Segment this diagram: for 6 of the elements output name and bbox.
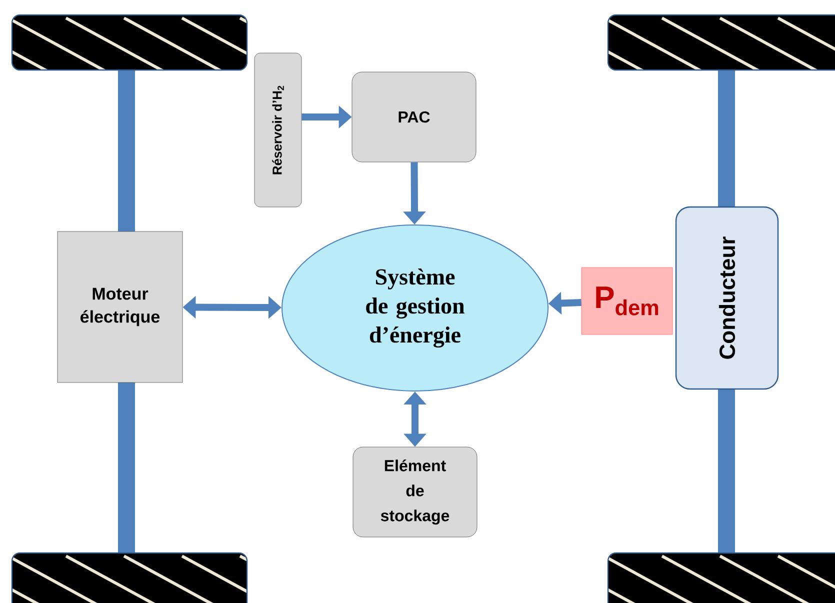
power-demand-box: P$_{dem}$	[581, 267, 673, 335]
fuel-cell-box: PAC	[352, 72, 476, 162]
motor-box: Moteur électrique	[57, 231, 183, 383]
driver-box: Conducteur	[675, 206, 779, 390]
storage-box: Elément de stockage	[352, 446, 478, 538]
reservoir-box: Réservoir d’H$_{2}$	[254, 52, 302, 208]
